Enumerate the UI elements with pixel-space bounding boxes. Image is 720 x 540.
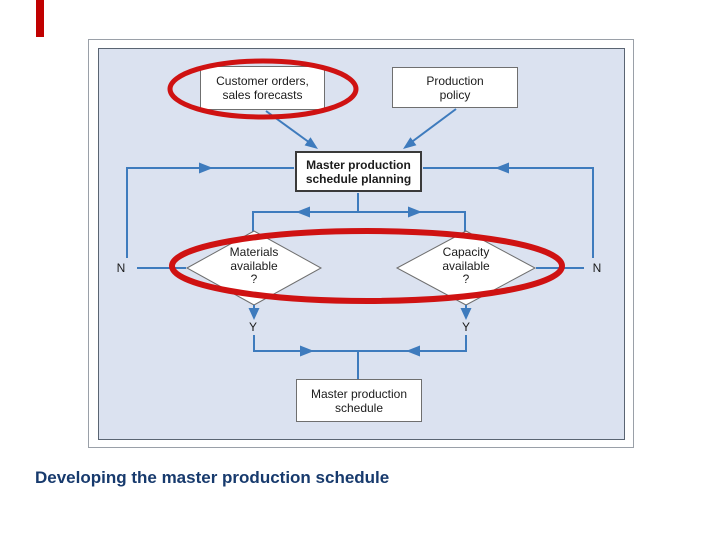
flowchart-box-mps-planning: Master production schedule planning	[295, 151, 422, 192]
slide-caption: Developing the master production schedul…	[35, 468, 390, 487]
flowchart-box-customer-orders: Customer orders, sales forecasts	[200, 66, 325, 110]
flowchart-box-production-policy: Production policy	[392, 67, 518, 108]
slide-accent-bar	[36, 0, 44, 37]
branch-label-capacity-y: Y	[461, 320, 470, 334]
branch-label-materials-n: N	[116, 261, 126, 275]
branch-label-capacity-n: N	[592, 261, 602, 275]
decision-materials-label: Materials available ?	[229, 245, 279, 286]
branch-label-materials-y: Y	[248, 320, 257, 334]
flowchart-box-mps: Master production schedule	[296, 379, 422, 422]
decision-capacity-label: Capacity available ?	[442, 245, 490, 286]
